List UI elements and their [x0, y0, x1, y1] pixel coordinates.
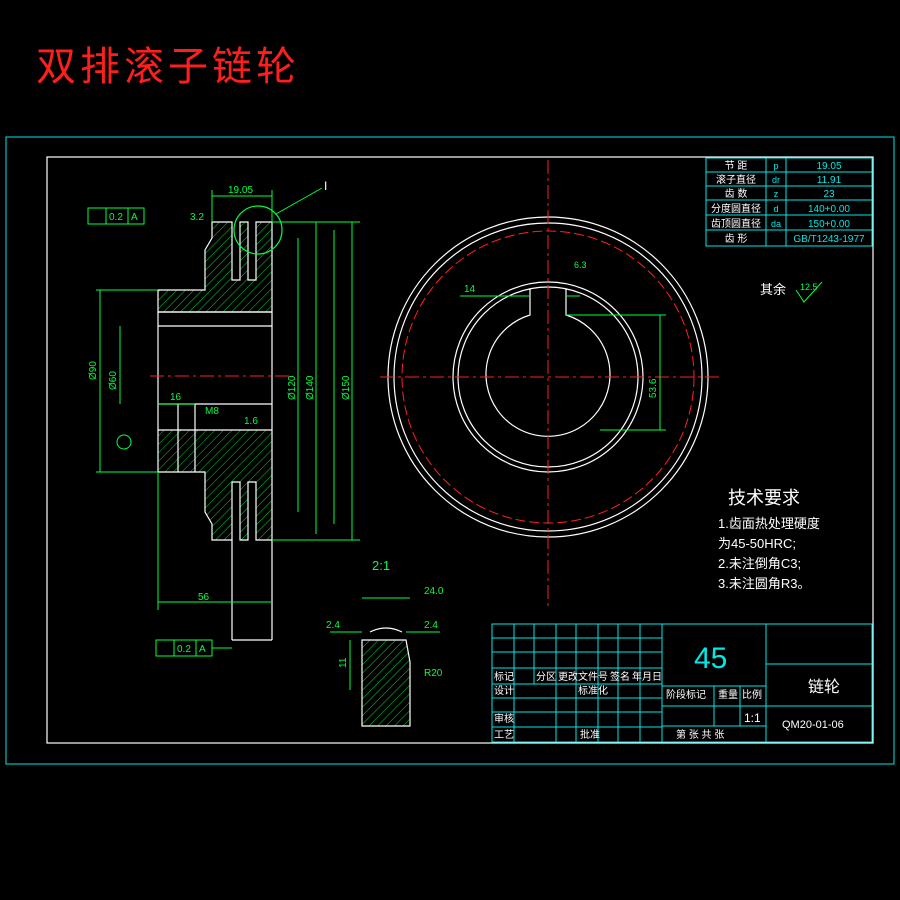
tb-ratio: 比例: [742, 688, 762, 701]
dim-16: 16: [170, 392, 182, 403]
param-table: [705, 157, 873, 247]
key-width-dim: 14: [464, 284, 476, 295]
tb-date: 年月日: [632, 670, 662, 683]
inner-frame: [46, 156, 874, 744]
tb-std: 标准化: [578, 684, 608, 697]
tb-scale: 1:1: [744, 711, 761, 725]
param-name-0: 节 距: [725, 160, 748, 172]
tb-drawing-no: QM20-01-06: [782, 719, 844, 731]
surface-rest-label: 其余: [760, 282, 786, 297]
tb-mark: 标记: [494, 671, 514, 683]
dim-d60: Ø60: [108, 371, 119, 390]
section-view: [157, 221, 273, 641]
tech-requirements: 技术要求 1.齿面热处理硬度 为45-50HRC; 2.未注倒角C3; 3.未注…: [718, 488, 820, 591]
tech-title: 技术要求: [728, 488, 800, 508]
dim-d120: Ø120: [287, 375, 298, 400]
tb-design: 设计: [494, 684, 514, 697]
param-symbol-4: da: [771, 219, 781, 229]
front-dimensions: [460, 295, 666, 431]
param-symbol-3: d: [773, 204, 778, 214]
param-value-0: 19.05: [816, 161, 841, 172]
param-value-2: 23: [823, 189, 835, 200]
tb-zone: 分区: [536, 671, 556, 683]
detail-h11: 11: [338, 657, 349, 668]
param-name-5: 齿 形: [725, 233, 748, 245]
outer-frame: [5, 136, 895, 765]
rough-a: 3.2: [190, 212, 204, 223]
param-symbol-1: dr: [772, 175, 780, 185]
param-name-4: 齿顶圆直径: [711, 217, 761, 230]
detail-w24: 24.0: [424, 586, 444, 597]
material-label: 45: [694, 642, 727, 675]
param-symbol-2: z: [774, 189, 779, 199]
title-block-grid: [491, 623, 873, 743]
roughness-symbol: [795, 281, 823, 303]
tol-datum-bottom: A: [199, 644, 206, 655]
tb-approve: 批准: [580, 728, 600, 741]
dim-d140: Ø140: [305, 375, 316, 400]
section-dimensions: [87, 190, 360, 657]
tb-stage: 阶段标记: [666, 688, 706, 701]
tech-line-3: 2.未注倒角C3;: [718, 556, 801, 571]
param-value-5: GB/T1243-1977: [793, 234, 865, 245]
tech-line-1: 1.齿面热处理硬度: [718, 516, 820, 531]
detail-circle: [233, 205, 283, 255]
key-depth-dim: 53.6: [648, 378, 659, 398]
tol-value-top: 0.2: [109, 212, 123, 223]
param-symbol-0: p: [773, 161, 778, 171]
param-name-3: 分度圆直径: [711, 202, 761, 215]
part-name: 链轮: [808, 678, 840, 696]
rough-c: 1.6: [244, 416, 258, 427]
dim-d90: Ø90: [88, 361, 99, 380]
surface-rest-value: 12.5: [800, 282, 818, 292]
tb-sign: 签名: [610, 670, 630, 683]
detail-w2b: 2.4: [424, 620, 438, 631]
param-rows: 节 距 p 19.05 滚子直径 dr 11.91 齿 数 z 23 分度圆直径 d 140+0.00…: [711, 160, 865, 245]
section-dim-text: 19.05 0.2 A 0.2 A 16 M8 56 Ø90 Ø60 Ø120 …: [88, 185, 352, 655]
dim-m8: M8: [205, 406, 219, 417]
tb-check: 审核: [494, 712, 514, 725]
tb-weight: 重量: [718, 688, 738, 701]
tb-sheet: 第 张 共 张: [676, 728, 724, 741]
detail-mark-label: I: [324, 179, 327, 193]
detail-r20: R20: [424, 668, 443, 679]
tb-craft: 工艺: [494, 729, 514, 741]
dim-56: 56: [198, 592, 210, 603]
tol-datum-top: A: [131, 212, 138, 223]
detail-dimensions: [330, 597, 440, 690]
detail-w2a: 2.4: [326, 620, 340, 631]
param-value-3: 140+0.00: [808, 204, 850, 215]
page-title: 双排滚子链轮: [36, 44, 300, 90]
param-value-4: 150+0.00: [808, 219, 850, 230]
detail-scale: 2:1: [372, 558, 390, 573]
param-name-2: 齿 数: [725, 187, 748, 200]
tech-line-4: 3.未注圆角R3。: [718, 576, 810, 591]
title-block-text: 标记 分区 更改文件号 签名 年月日 设计 标准化 审核 工艺 批准 阶段标记 …: [494, 670, 844, 741]
detail-view: [361, 627, 411, 727]
param-value-1: 11.91: [817, 175, 842, 186]
tb-doc: 更改文件号: [558, 670, 608, 683]
param-name-1: 滚子直径: [716, 173, 756, 186]
tol-value-bottom: 0.2: [177, 644, 191, 655]
tech-line-2: 为45-50HRC;: [718, 536, 796, 551]
dim-d150: Ø150: [341, 375, 352, 400]
pitch-dim: 19.05: [228, 185, 253, 196]
rough-b: 6.3: [574, 260, 587, 270]
